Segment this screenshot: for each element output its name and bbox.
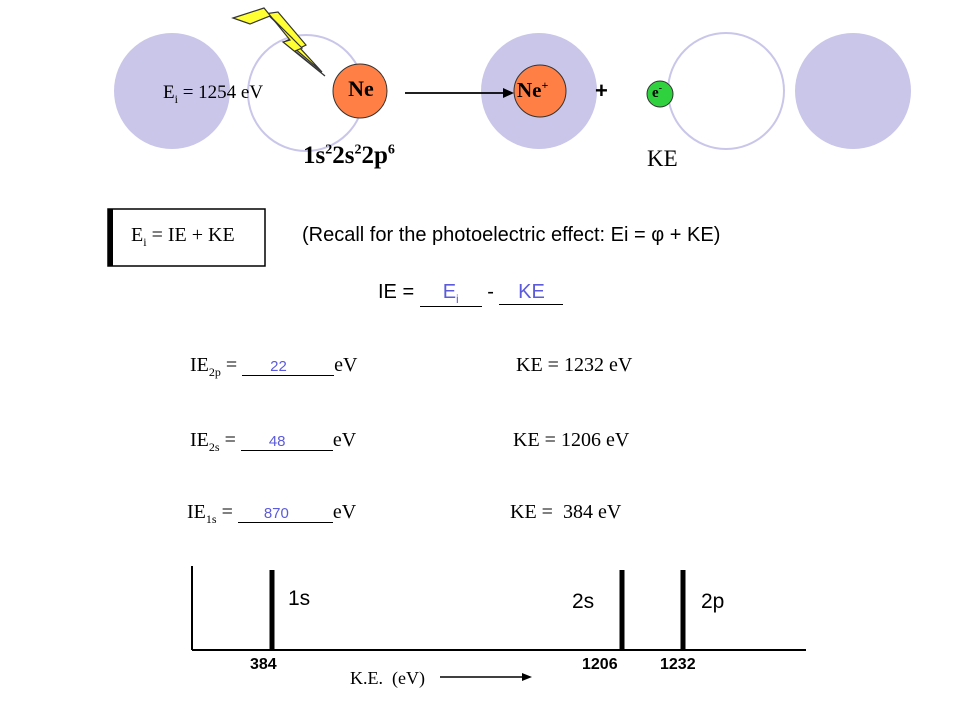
ie-first-blank: Ei <box>419 281 482 307</box>
formula-box-left-edge <box>108 209 113 266</box>
ne-ion <box>513 64 567 118</box>
reaction-plus: + <box>595 78 608 103</box>
ie-equation: IE = Ei - KE <box>378 281 564 307</box>
tick-label-384: 384 <box>250 656 277 673</box>
spectrum-axis-label: K.E. (eV) <box>350 668 425 688</box>
electron-label: e- <box>652 83 663 101</box>
lavender-circle-left <box>114 33 230 149</box>
electron <box>646 80 674 108</box>
answer-blank-2s: 48 <box>240 433 333 451</box>
lavender-circle-right <box>795 33 911 149</box>
tick-label-1206: 1206 <box>582 656 618 673</box>
ke-row-1s: KE = 384 eV <box>510 501 622 523</box>
lightning-bolt-outline <box>231 7 326 77</box>
peak-label-2s: 2s <box>572 590 595 613</box>
tick-label-1232: 1232 <box>660 656 696 673</box>
peak-label-1s: 1s <box>288 587 311 610</box>
outline-ring-right <box>667 32 785 150</box>
ne-ion-label: Ne+ <box>517 78 549 102</box>
answer-blank-1s: 870 <box>237 505 333 523</box>
ke-row-2p: KE = 1232 eV <box>516 354 633 376</box>
ke-axis-arrow-head <box>522 673 532 681</box>
formula-text: Ei = IE + KE <box>131 224 235 249</box>
kinetic-energy-label: KE <box>647 146 678 171</box>
ne-atom <box>332 63 388 119</box>
electron-configuration: 1s22s22p6 <box>303 142 395 169</box>
incident-energy-label: Ei = 1254 eV <box>163 82 264 106</box>
recall-note: (Recall for the photoelectric effect: Ei… <box>302 224 721 246</box>
ie-second-blank: KE <box>499 281 564 305</box>
ne-atom-label: Ne <box>348 76 374 101</box>
ke-row-2s: KE = 1206 eV <box>513 429 630 451</box>
peak-label-2p: 2p <box>701 590 725 613</box>
answer-blank-2p: 22 <box>242 358 335 376</box>
reaction-arrow-head <box>503 88 514 98</box>
